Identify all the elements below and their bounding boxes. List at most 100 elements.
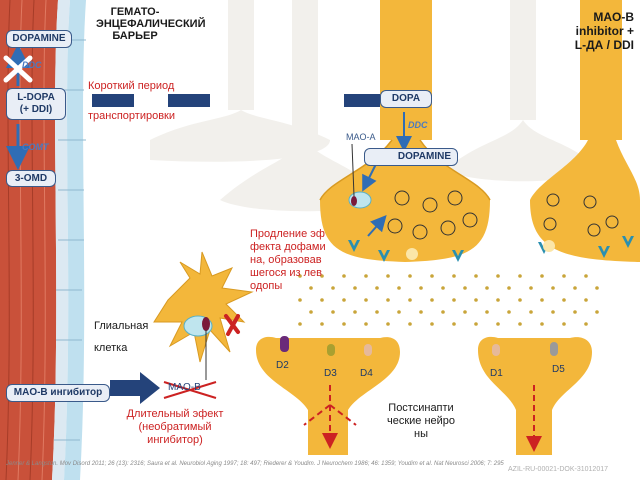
- dopamine-particle: [320, 274, 324, 278]
- release-circle-main: [406, 248, 418, 260]
- receptor-label-d4: D4: [360, 368, 373, 379]
- block-cross-ddc: [3, 55, 33, 83]
- receptor-d4: [364, 344, 372, 356]
- transport-bar-right: [344, 94, 380, 107]
- omd-box: 3-OMD: [6, 170, 56, 187]
- receptor-d5: [550, 342, 558, 356]
- dopamine-particle: [430, 322, 434, 326]
- maob-crossed: [163, 381, 217, 399]
- dopamine-particle: [298, 298, 302, 302]
- dopamine-particle: [331, 286, 335, 290]
- dopamine-particle: [518, 322, 522, 326]
- dopamine-particle: [342, 274, 346, 278]
- dopamine-particle: [540, 274, 544, 278]
- dopamine-particle: [463, 310, 467, 314]
- dopamine-particle: [408, 298, 412, 302]
- dopamine-particle: [595, 286, 599, 290]
- dopamine-particle: [331, 310, 335, 314]
- maoa-pointer: [351, 143, 355, 197]
- dopamine-particle: [353, 286, 357, 290]
- maob-inhibitor-box: MAO-B ингибитор: [6, 384, 110, 402]
- dopamine-particle: [474, 274, 478, 278]
- ddc-label-left: DDC: [22, 60, 42, 70]
- release-arrow: [367, 215, 387, 237]
- dopamine-particle: [584, 322, 588, 326]
- short-period-line2: транспортировки: [88, 110, 176, 122]
- dopamine-particle: [386, 322, 390, 326]
- dopamine-particle: [551, 310, 555, 314]
- presynaptic-transporters: [348, 236, 634, 262]
- dopamine-particle: [397, 286, 401, 290]
- glial-label-line1: Глиальная: [94, 320, 149, 332]
- dopamine-particle: [364, 322, 368, 326]
- comt-label: COMT: [22, 142, 49, 152]
- dopamine-particle: [540, 298, 544, 302]
- dopamine-particle: [430, 274, 434, 278]
- dopamine-particle: [496, 322, 500, 326]
- dopamine-particle: [342, 298, 346, 302]
- dopamine-particle: [562, 298, 566, 302]
- dopamine-particle: [320, 322, 324, 326]
- dopamine-particle: [496, 298, 500, 302]
- dopamine-particle: [375, 286, 379, 290]
- dopamine-particle: [595, 310, 599, 314]
- dopamine-particle: [441, 310, 445, 314]
- dopamine-particle: [562, 322, 566, 326]
- dopamine-particle: [408, 274, 412, 278]
- dopamine-particle: [507, 286, 511, 290]
- dopamine-particle: [529, 286, 533, 290]
- postsynaptic-neuron-right: [478, 336, 592, 455]
- maob-label: MAO-B: [168, 382, 201, 393]
- glial-cell: [153, 251, 254, 380]
- dopamine-particle: [573, 310, 577, 314]
- dopamine-particle: [485, 286, 489, 290]
- dopamine-box-left: DOPAMINE: [6, 30, 72, 48]
- maob-ldopa-title: MAO-B inhibitor + L-ДА / DDI: [574, 10, 634, 52]
- short-period-line1: Короткий период: [88, 80, 175, 92]
- dopamine-particle: [452, 298, 456, 302]
- vesicles-main: [387, 190, 478, 240]
- dopamine-particle: [364, 298, 368, 302]
- dopamine-particle: [529, 310, 533, 314]
- dopamine-particle: [584, 274, 588, 278]
- long-effect-text: Длительный эфект (необратимый ингибитор): [126, 408, 224, 446]
- dopamine-particle: [298, 274, 302, 278]
- dopamine-particle: [507, 310, 511, 314]
- dopamine-particle: [474, 298, 478, 302]
- dopamine-box-main: DOPAMINE: [364, 148, 458, 166]
- release-circle-right: [543, 240, 555, 252]
- dopamine-particle: [441, 286, 445, 290]
- dopamine-particle: [408, 322, 412, 326]
- dopamine-particle: [298, 322, 302, 326]
- receptor-label-d2: D2: [276, 360, 289, 371]
- dopamine-particle: [419, 310, 423, 314]
- postsynaptic-label: Постсинаптические нейроны: [386, 402, 456, 440]
- dopamine-particles: [298, 274, 599, 326]
- transport-bar-mid: [168, 94, 210, 107]
- dopamine-particle: [342, 322, 346, 326]
- receptor-label-d5: D5: [552, 364, 565, 375]
- dopamine-particle: [419, 286, 423, 290]
- dopamine-particle: [562, 274, 566, 278]
- dopamine-particle: [463, 286, 467, 290]
- dopamine-particle: [452, 322, 456, 326]
- dopamine-particle: [452, 274, 456, 278]
- prolong-text: Продление эффекта дофамина, образовавшег…: [250, 228, 326, 292]
- glial-label-line2: клетка: [94, 342, 128, 354]
- dopamine-particle: [496, 274, 500, 278]
- dopamine-particle: [551, 286, 555, 290]
- dopamine-particle: [584, 298, 588, 302]
- red-cross-glial: [224, 314, 240, 336]
- dopamine-particle: [474, 322, 478, 326]
- transport-bar-left: [92, 94, 134, 107]
- dopamine-particle: [540, 322, 544, 326]
- dopamine-particle: [386, 274, 390, 278]
- dopamine-particle: [397, 310, 401, 314]
- dopamine-particle: [364, 274, 368, 278]
- maoa-label: MAO-A: [346, 132, 376, 142]
- dopamine-particle: [430, 298, 434, 302]
- maob-inhibitor-arrow: [110, 372, 160, 404]
- dopa-box: DOPA: [380, 90, 432, 108]
- document-code: AZIL-RU-00021-DOK-31012017: [508, 466, 608, 473]
